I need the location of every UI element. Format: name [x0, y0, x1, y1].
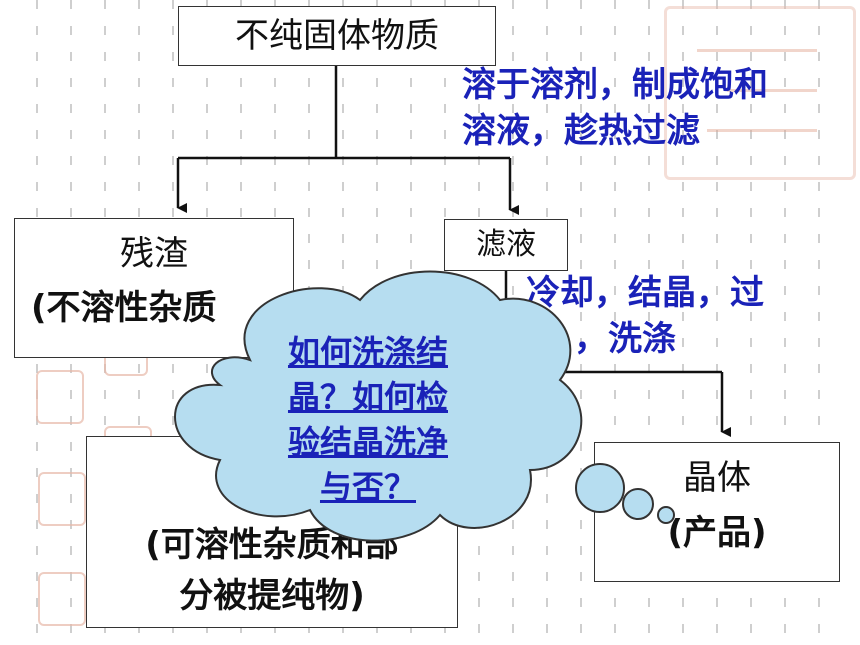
cloud-bubble-small [657, 506, 675, 524]
impure-solid-label: 不纯固体物质 [235, 16, 439, 56]
step2-line1: 冷却，结晶，过 [526, 273, 764, 313]
decorative-seal-large [664, 6, 856, 180]
residue-description: (不溶性杂质 [31, 288, 217, 328]
filtrate-box: 滤液 [444, 219, 568, 271]
residue-label: 残渣 [120, 234, 188, 274]
cloud-body [174, 270, 583, 542]
mother-liquor-description-cont: 分被提纯物) [179, 576, 365, 616]
cloud-line-3: 验结晶洗净 [287, 423, 448, 461]
crystal-description: (产品) [667, 513, 767, 553]
impure-solid-box: 不纯固体物质 [178, 6, 496, 66]
decorative-seal [36, 370, 84, 424]
filtrate-label: 滤液 [476, 227, 536, 262]
cloud-question: 如何洗涤结 晶？如何检 验结晶洗净 与否？ [238, 330, 498, 510]
cloud-line-2: 晶？如何检 [287, 378, 448, 416]
step1-instruction: 溶于溶剂，制成饱和 溶液，趁热过滤 [462, 62, 768, 154]
decorative-seal [38, 472, 86, 526]
cloud-line-4: 与否？ [319, 468, 416, 506]
step1-line1: 溶于溶剂，制成饱和 [462, 65, 768, 105]
cloud-bubble-large [575, 463, 625, 513]
crystal-label: 晶体 [683, 458, 751, 498]
step2-line2: ，洗涤 [574, 319, 676, 359]
step1-line2: 溶液，趁热过滤 [462, 111, 700, 151]
cloud-line-1: 如何洗涤结 [287, 333, 448, 371]
cloud-bubble-medium [622, 488, 654, 520]
step2-instruction: 冷却，结晶，过 ，洗涤 [526, 270, 764, 362]
decorative-seal [38, 572, 86, 626]
